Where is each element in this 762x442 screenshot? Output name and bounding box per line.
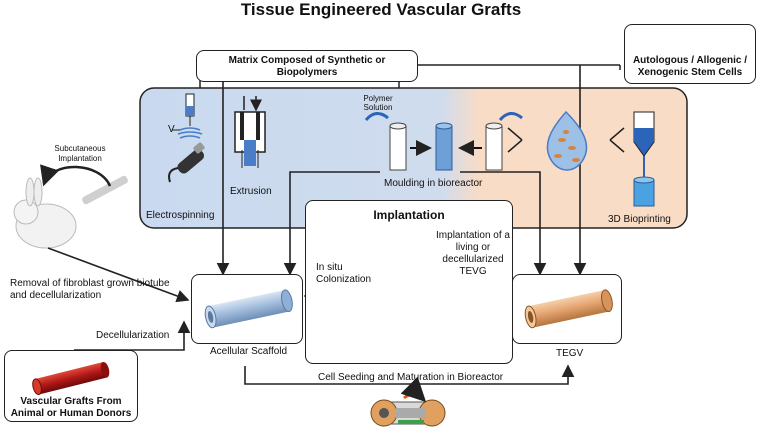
moulding-label: Moulding in bioreactor [384, 178, 483, 189]
page-title: Tissue Engineered Vascular Grafts [240, 0, 522, 19]
implantation-living-label: Implantation of a living or decellulariz… [436, 230, 510, 277]
acellular-scaffold-label: Acellular Scaffold [210, 346, 288, 357]
acellular-scaffold-icon [204, 289, 293, 329]
tegv-label: TEGV [556, 348, 584, 359]
electrospinning-icon [168, 93, 205, 183]
pour-arrow-icon [498, 112, 523, 122]
arrow-implantation [40, 164, 112, 187]
rabbit-icon [13, 177, 77, 249]
arrow-moulding-to-scaffold [283, 171, 380, 276]
donor-grafts-label: Vascular Grafts From Animal or Human Don… [10, 396, 132, 419]
matrix-box [196, 50, 418, 82]
pour-arrow-icon [364, 112, 389, 122]
mould-tube-icon [389, 122, 503, 171]
implant-rod-icon [82, 175, 128, 205]
electrospinning-label: Electrospinning [146, 210, 215, 221]
bioprinter-icon [633, 111, 655, 207]
bioreactor-icon [370, 376, 446, 427]
cell-seeding-label: Cell Seeding and Maturation in Bioreacto… [318, 372, 504, 383]
stem-cells-label: Autologous / Allogenic / Xenogenic Stem … [632, 55, 748, 78]
removal-label: Removal of fibroblast grown biotube and … [10, 278, 170, 301]
matrix-label: Matrix Composed of Synthetic or Biopolym… [228, 55, 386, 78]
polymer-solution-label: Polymer Solution [363, 94, 393, 112]
implantation-title: Implantation [373, 208, 445, 222]
arrow-moulding-to-tegv [460, 171, 547, 276]
tegv-icon [524, 289, 613, 329]
extrusion-icon [234, 96, 265, 168]
decellularization-label: Decellularization [96, 330, 170, 341]
in-situ-label: In situ Colonization [316, 262, 372, 285]
bioprinting-label: 3D Bioprinting [608, 214, 671, 225]
v-label: V [168, 124, 175, 135]
cell-droplet-icon [507, 110, 625, 171]
donor-graft-icon [32, 361, 110, 396]
stem-cells-box [624, 24, 756, 84]
arrow-rabbit-to-scaffold [47, 247, 190, 303]
subcutaneous-label: Subcutaneous Implantation [54, 144, 106, 163]
extrusion-label: Extrusion [230, 186, 272, 197]
